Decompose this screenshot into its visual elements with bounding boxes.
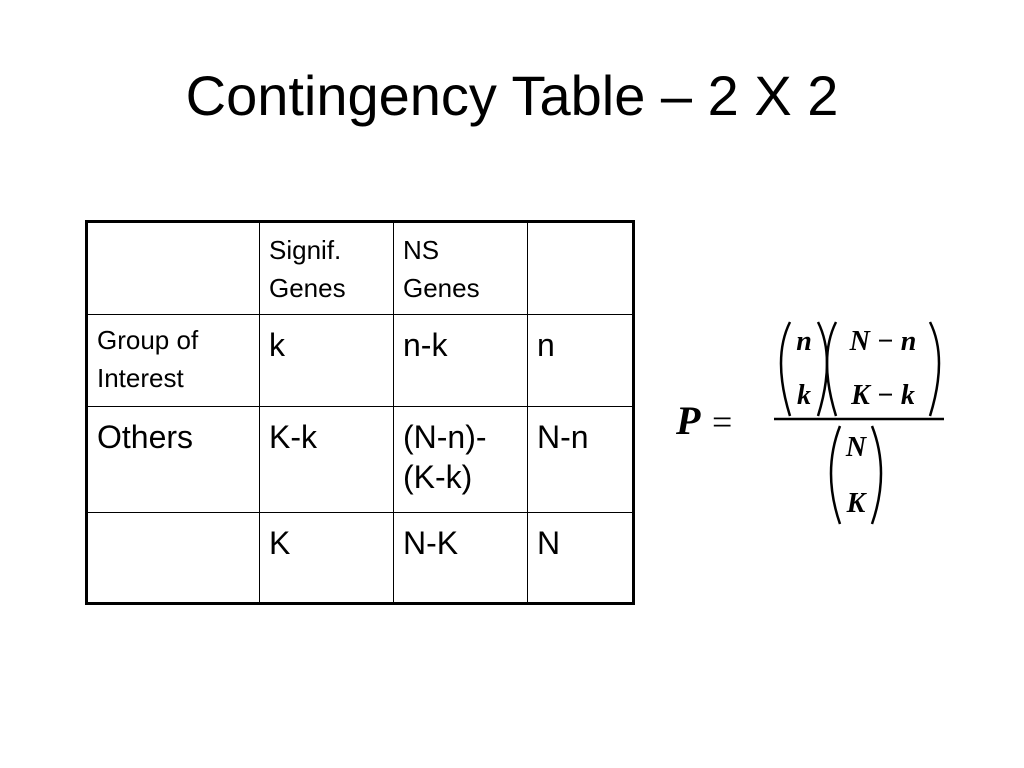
den-left-paren bbox=[829, 425, 842, 525]
table-cell: K bbox=[259, 512, 394, 604]
header-signif-genes-text: Signif. Genes bbox=[269, 235, 346, 303]
table-cell: n-k bbox=[393, 314, 528, 407]
table-cell: N-n bbox=[527, 406, 634, 513]
table-header-cell-ns-genes: NS Genes bbox=[393, 221, 528, 315]
table-cell: k bbox=[259, 314, 394, 407]
table-cell: N-K bbox=[393, 512, 528, 604]
contingency-table: Signif. Genes NS Genes Group of Interest… bbox=[85, 220, 635, 605]
num1-left-paren bbox=[779, 321, 792, 417]
den-top: N bbox=[845, 432, 868, 463]
table-header-cell-signif-genes: Signif. Genes bbox=[259, 221, 394, 315]
num1-top: n bbox=[796, 326, 812, 357]
table-row-label-total bbox=[86, 512, 260, 604]
table-row: Others K-k (N-n)-(K-k) N-n bbox=[86, 406, 634, 513]
table-header-cell-corner bbox=[86, 221, 260, 315]
num2-top: N − n bbox=[849, 326, 917, 357]
formula-svg: P = n k N − n K − k N K bbox=[675, 321, 944, 525]
den-bottom: K bbox=[846, 488, 868, 519]
table-row: Group of Interest k n-k n bbox=[86, 314, 634, 407]
table-row: K N-K N bbox=[86, 512, 634, 604]
num2-bottom: K − k bbox=[850, 380, 915, 411]
header-ns-genes-text: NS Genes bbox=[403, 235, 480, 303]
num2-right-paren bbox=[928, 321, 941, 417]
table-cell: n bbox=[527, 314, 634, 407]
table-header-cell-total bbox=[527, 221, 634, 315]
num1-bottom: k bbox=[797, 380, 811, 411]
table-cell: N bbox=[527, 512, 634, 604]
den-right-paren bbox=[870, 425, 883, 525]
table-row-label-group-of-interest: Group of Interest bbox=[86, 314, 260, 407]
table-row-label-others: Others bbox=[86, 406, 260, 513]
table-cell: K-k bbox=[259, 406, 394, 513]
formula-equals: = bbox=[712, 402, 732, 442]
table-cell: (N-n)-(K-k) bbox=[393, 406, 528, 513]
num1-right-paren bbox=[816, 321, 829, 417]
formula-lhs: P bbox=[675, 398, 701, 443]
hypergeometric-formula: P = n k N − n K − k N K bbox=[672, 308, 962, 538]
table-header-row: Signif. Genes NS Genes bbox=[86, 221, 634, 315]
slide-title: Contingency Table – 2 X 2 bbox=[185, 64, 839, 127]
num2-left-paren bbox=[825, 321, 838, 417]
